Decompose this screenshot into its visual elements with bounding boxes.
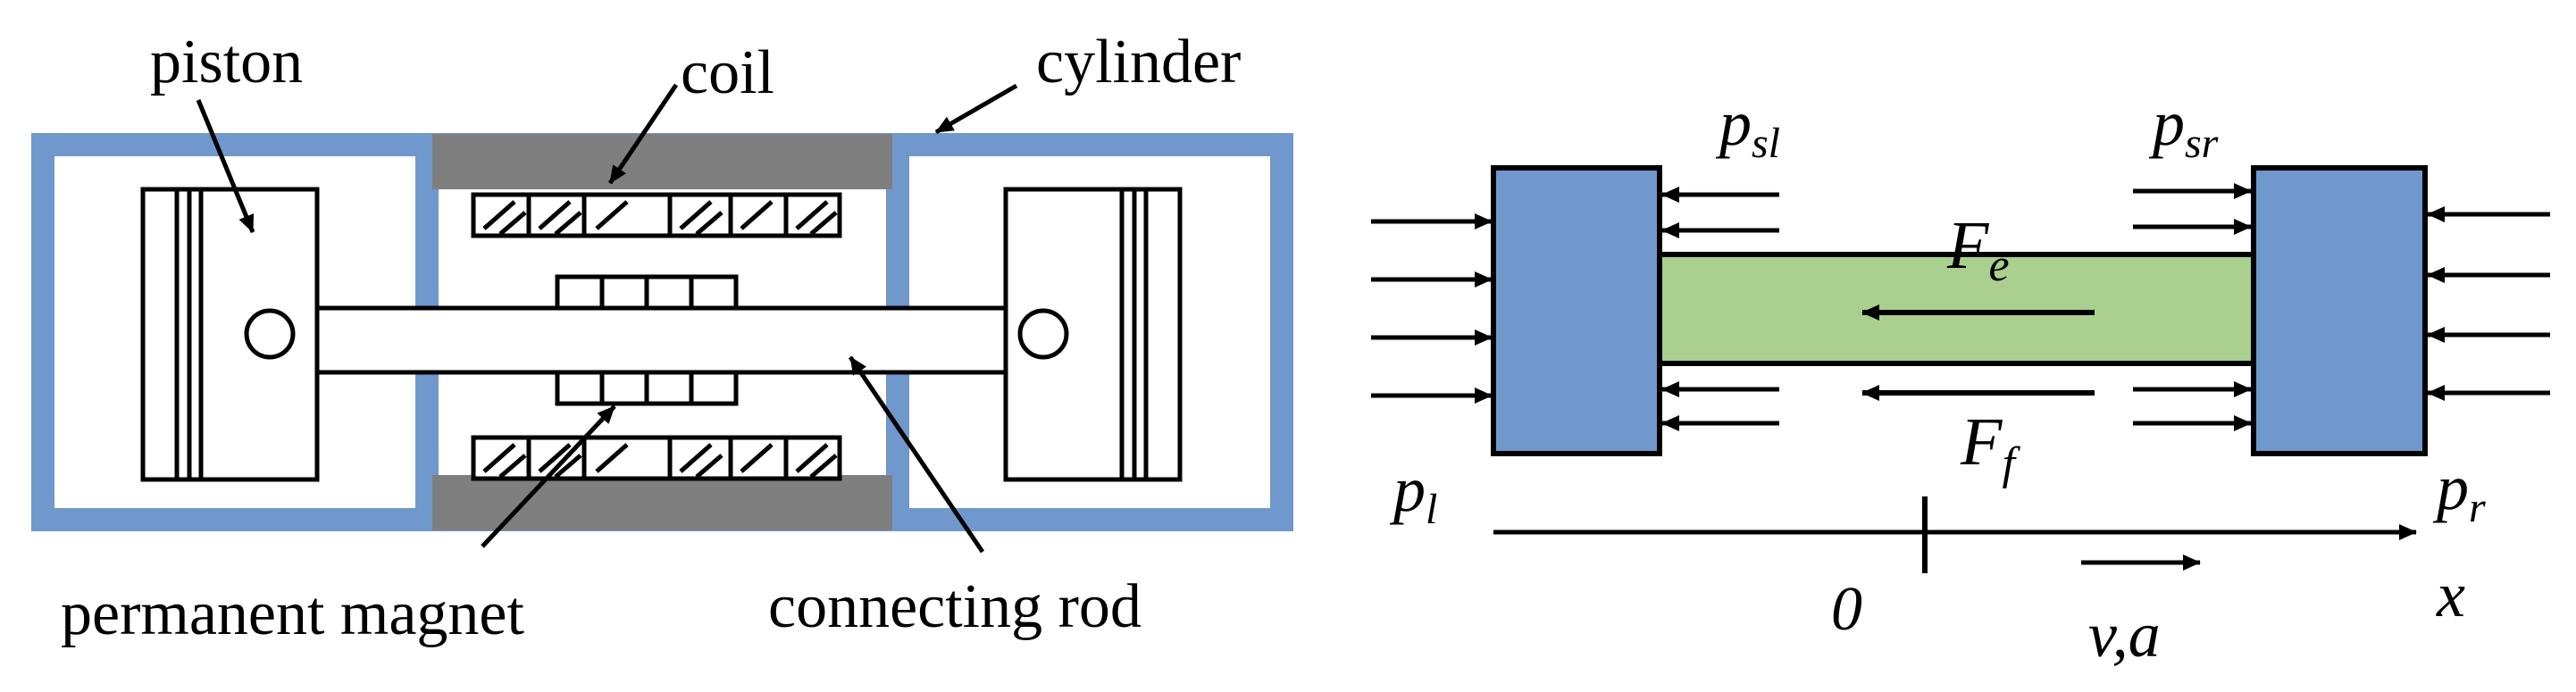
right-piston-block — [2251, 165, 2428, 456]
p-r-label: pr — [2432, 452, 2486, 531]
coil-housing-bottom — [432, 475, 892, 530]
connecting-rod — [310, 305, 1014, 375]
velocity-label: v,a — [2088, 599, 2161, 671]
p-l-arrows — [1371, 213, 1493, 404]
fe-label: Fe — [1946, 208, 2010, 291]
left-piston — [140, 187, 320, 482]
magnet-leader — [481, 404, 616, 548]
cylinder-leader — [934, 83, 1018, 135]
piston-label: piston — [150, 28, 303, 96]
p-r-arrows — [2427, 206, 2550, 401]
x-axis-label: x — [2436, 559, 2465, 630]
linear-engine-diagram: piston coil cylinder permanent magnet co… — [31, 28, 1293, 648]
coil-leader — [607, 83, 679, 185]
piston-leader — [196, 99, 255, 233]
p-sl-arrows — [1661, 187, 1779, 431]
p-l-label: pl — [1389, 454, 1437, 533]
coil-housing-top — [432, 134, 892, 189]
origin-label: 0 — [1831, 575, 1862, 644]
right-piston — [1003, 187, 1183, 482]
ff-label: Ff — [1960, 404, 2020, 489]
permanent-magnet-label: permanent magnet — [61, 579, 525, 648]
p-sl-label: psl — [1715, 88, 1780, 167]
cylinder-label: cylinder — [1036, 28, 1241, 96]
coil-bottom — [471, 435, 842, 481]
rod-leader — [848, 355, 985, 554]
force-diagram: psl psr Fe Ff pl pr 0 v,a x — [1371, 88, 2550, 671]
permanent-magnet-bottom — [555, 370, 739, 406]
p-sr-arrows — [2133, 183, 2252, 431]
coil-label: coil — [681, 38, 774, 107]
p-sr-label: psr — [2148, 88, 2219, 167]
connecting-rod-label: connecting rod — [768, 572, 1142, 641]
coil-top — [471, 192, 842, 238]
left-piston-block — [1491, 165, 1662, 456]
permanent-magnet-top — [555, 274, 739, 311]
